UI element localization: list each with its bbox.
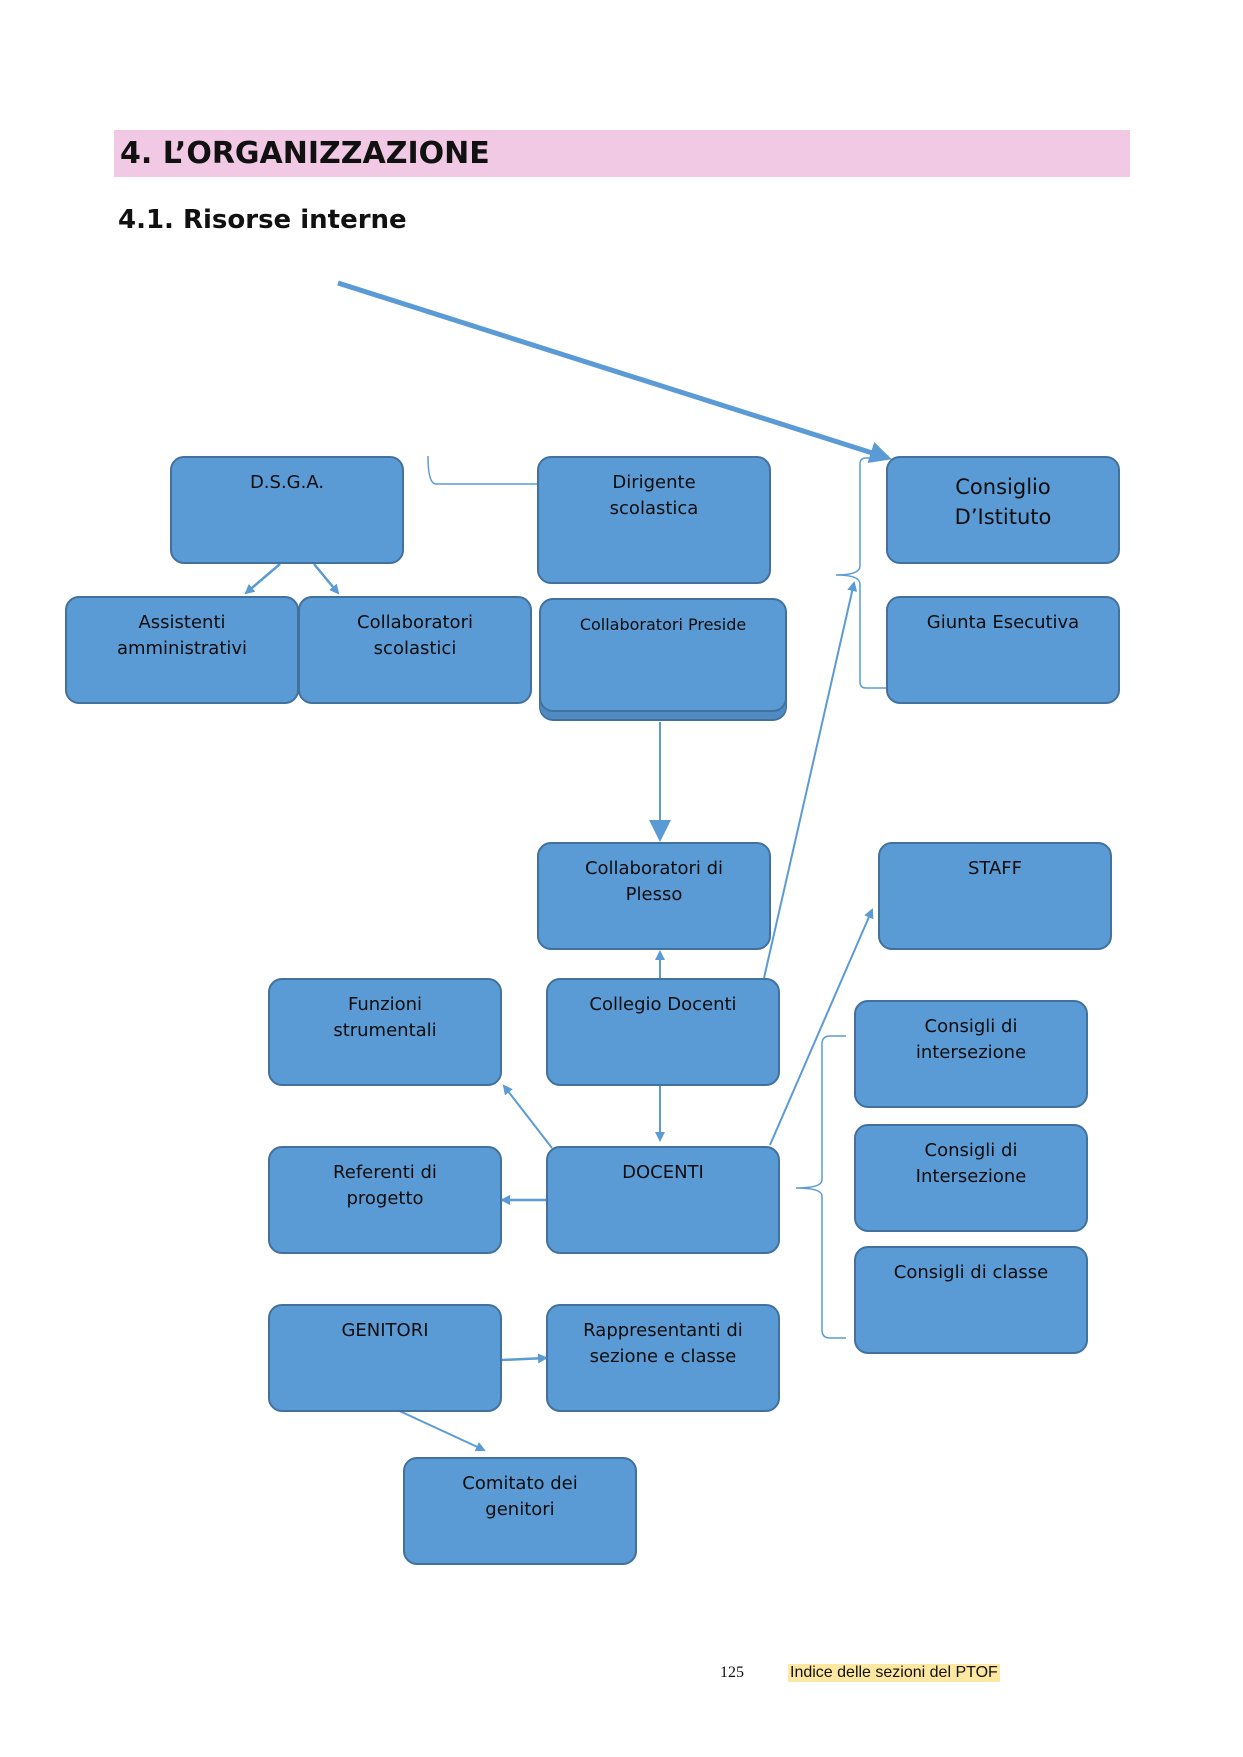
section-title: 4. L’ORGANIZZAZIONE <box>114 130 1130 177</box>
box-collaboratori-plesso: Collaboratori di Plesso <box>537 842 771 950</box>
box-collegio-docenti: Collegio Docenti <box>546 978 780 1086</box>
box-collaboratori-preside: Collaboratori Preside <box>539 598 787 712</box>
box-consiglio-istituto: Consiglio D’Istituto <box>886 456 1120 564</box>
box-genitori: GENITORI <box>268 1304 502 1412</box>
box-consigli-intersezione-2: Consigli di Intersezione <box>854 1124 1088 1232</box>
box-collaboratori-scolastici: Collaboratori scolastici <box>298 596 532 704</box>
box-dirigente: Dirigente scolastica <box>537 456 771 584</box>
box-docenti: DOCENTI <box>546 1146 780 1254</box>
box-staff: STAFF <box>878 842 1112 950</box>
subsection-title: 4.1. Risorse interne <box>118 205 407 235</box>
brace-consigli <box>795 1035 846 1339</box>
box-comitato-genitori: Comitato dei genitori <box>403 1457 637 1565</box>
box-rappresentanti: Rappresentanti di sezione e classe <box>546 1304 780 1412</box>
brace-consiglio-giunta <box>835 457 888 689</box>
box-giunta-esecutiva: Giunta Esecutiva <box>886 596 1120 704</box>
box-dsga: D.S.G.A. <box>170 456 404 564</box>
box-assistenti-amministrativi: Assistenti amministrativi <box>65 596 299 704</box>
box-consigli-classe: Consigli di classe <box>854 1246 1088 1354</box>
page-number: 125 <box>720 1664 744 1681</box>
box-consigli-intersezione-1: Consigli di intersezione <box>854 1000 1088 1108</box>
ptof-index-link[interactable]: Indice delle sezioni del PTOF <box>788 1664 1000 1682</box>
main-arrow <box>337 280 892 464</box>
box-funzioni-strumentali: Funzioni strumentali <box>268 978 502 1086</box>
box-referenti-progetto: Referenti di progetto <box>268 1146 502 1254</box>
bracket-dsga-dirigente <box>427 455 540 485</box>
